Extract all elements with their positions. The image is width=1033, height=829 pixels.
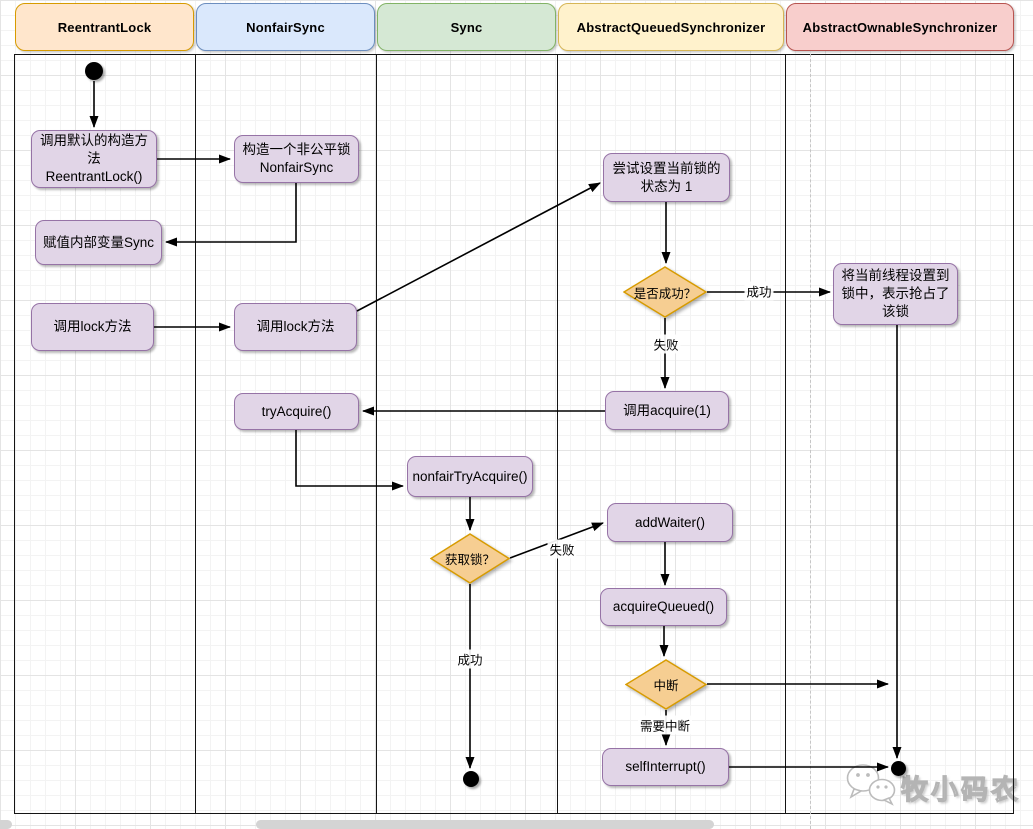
activity-set-thread-to-lock: 将当前线程设置到 锁中，表示抢占了 该锁 — [833, 263, 958, 325]
lane-frame-top — [14, 54, 1014, 56]
lane-header-reentrantlock: ReentrantLock — [15, 3, 194, 51]
diamond-shape — [430, 533, 510, 584]
decision-is-success: 是否成功？ — [623, 266, 707, 318]
start-node — [85, 62, 103, 80]
lane-separator-3 — [557, 54, 559, 813]
edge-label-cas-fail: 失败 — [651, 334, 681, 354]
edge-tryacquire-to-nonfairtryacquire — [295, 430, 404, 491]
lane-title: ReentrantLock — [57, 19, 152, 35]
lane-separator-2 — [376, 54, 378, 813]
diamond-shape — [623, 266, 707, 318]
activity-assign-sync-variable: 赋值内部变量Sync — [35, 220, 162, 265]
lane-title: Sync — [450, 19, 483, 35]
decision-get-lock: 获取锁？ — [430, 533, 510, 584]
lane-separator-1 — [195, 54, 197, 813]
scrollbar-track-stub[interactable] — [0, 820, 12, 829]
watermark-text: 牧小码农 — [900, 774, 1021, 805]
lane-title: AbstractOwnableSynchronizer — [802, 19, 998, 35]
page-boundary-dashed-line — [810, 54, 811, 829]
activity-call-default-constructor: 调用默认的构造方 法 ReentrantLock() — [31, 130, 157, 188]
wechat-icon — [846, 764, 896, 806]
end-node-sync — [463, 771, 479, 787]
activity-selfinterrupt: selfInterrupt() — [602, 748, 729, 786]
decision-label: 中断 — [653, 679, 679, 693]
activity-call-lock-nonfairsync: 调用lock方法 — [234, 303, 357, 351]
horizontal-scrollbar-thumb[interactable] — [256, 820, 714, 829]
lane-title: NonfairSync — [246, 19, 325, 35]
edge-label-need-interrupt: 需要中断 — [637, 715, 693, 735]
lane-frame-bottom — [14, 813, 1014, 815]
lane-border-right — [1013, 54, 1015, 813]
lane-border-left — [14, 54, 16, 813]
watermark: 牧小码农 — [845, 762, 1021, 807]
activity-call-lock-reentrantlock: 调用lock方法 — [31, 303, 154, 351]
activity-addwaiter: addWaiter() — [607, 503, 733, 542]
activity-try-set-lock-state: 尝试设置当前锁的 状态为 1 — [603, 153, 730, 202]
edge-calllock-to-try-set-state — [356, 182, 601, 312]
activity-acquirequeued: acquireQueued() — [600, 588, 727, 626]
end-node-owner — [891, 761, 906, 776]
activity-nonfairtryacquire: nonfairTryAcquire() — [407, 456, 533, 497]
edge-label-cas-success: 成功 — [744, 281, 774, 301]
decision-label: 获取锁？ — [444, 553, 495, 567]
activity-construct-nonfairsync: 构造一个非公平锁 NonfairSync — [234, 135, 359, 183]
lane-header-abstractownablesynchronizer: AbstractOwnableSynchronizer — [786, 3, 1014, 51]
decision-interrupt: 中断 — [625, 659, 707, 710]
lane-title: AbstractQueuedSynchronizer — [576, 19, 766, 35]
lane-header-nonfairsync: NonfairSync — [196, 3, 375, 51]
edge-label-try-fail: 失败 — [547, 539, 577, 559]
decision-label: 是否成功？ — [633, 286, 697, 301]
edge-label-try-success: 成功 — [455, 649, 485, 669]
lane-header-abstractqueuedsynchronizer: AbstractQueuedSynchronizer — [558, 3, 784, 51]
lane-header-sync: Sync — [377, 3, 556, 51]
activity-tryacquire: tryAcquire() — [234, 393, 359, 430]
activity-call-acquire-1: 调用acquire(1) — [605, 391, 729, 430]
diamond-shape — [625, 659, 707, 710]
lane-separator-4 — [785, 54, 787, 813]
edge-construct-nonfair-to-assign-sync — [165, 183, 297, 247]
